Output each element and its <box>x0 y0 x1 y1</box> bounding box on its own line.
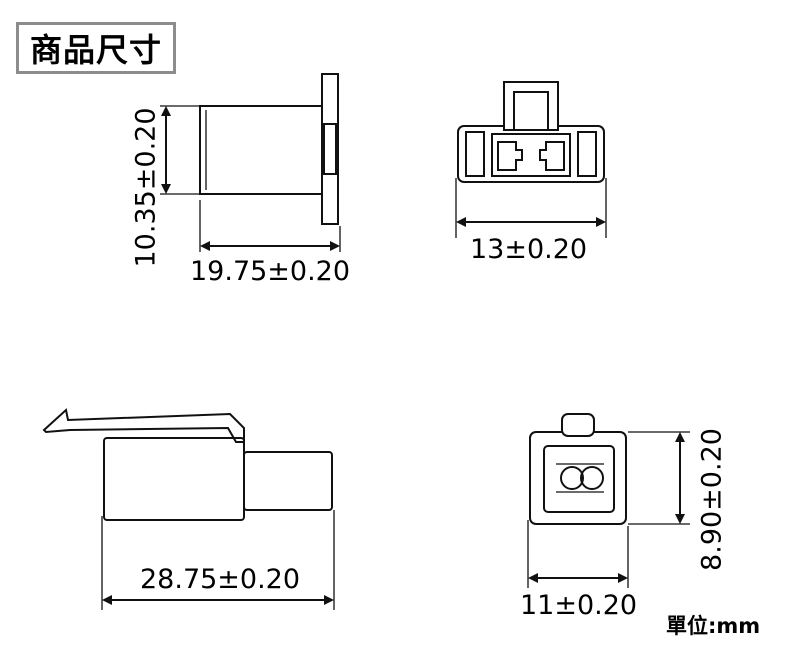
plug-front-view <box>455 81 607 238</box>
front-width-label: 13±0.20 <box>470 234 588 265</box>
end-width-label: 11±0.20 <box>520 590 638 621</box>
socket-length-label: 28.75±0.20 <box>140 564 301 595</box>
plug-side-view <box>160 73 341 252</box>
product-dimensions-title: 商品尺寸 <box>16 22 176 74</box>
socket-side-view <box>42 408 335 610</box>
end-height-label: 8.90±0.20 <box>696 428 728 571</box>
socket-end-view <box>527 413 690 588</box>
unit-label: 單位:mm <box>666 614 761 638</box>
side-height-label: 10.35±0.20 <box>130 107 162 268</box>
side-length-label: 19.75±0.20 <box>190 256 351 287</box>
